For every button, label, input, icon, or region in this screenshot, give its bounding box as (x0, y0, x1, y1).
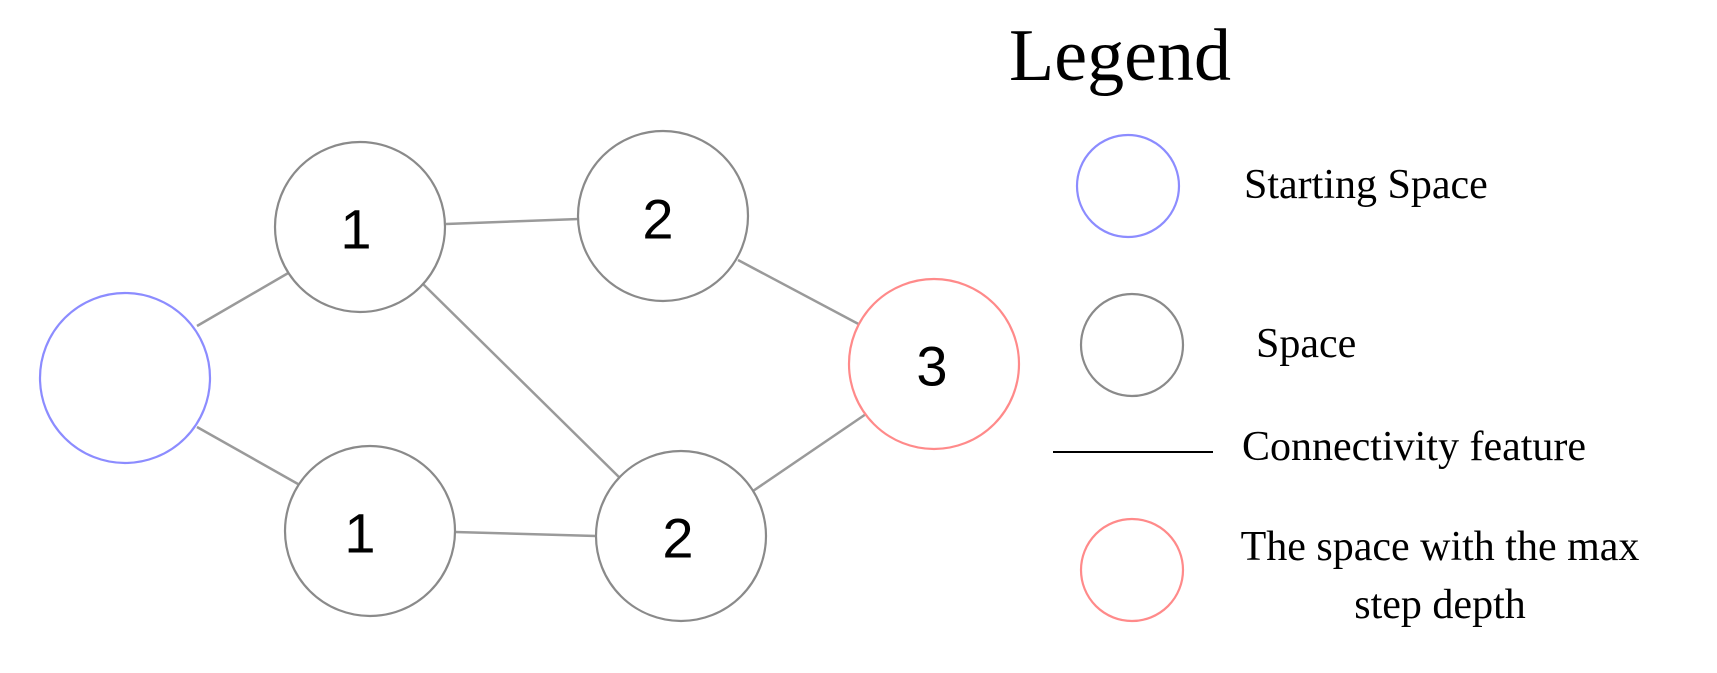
legend-label: Connectivity feature (1242, 424, 1586, 470)
starting-space-circle (38, 291, 212, 465)
edge-n2-bottom-n3 (752, 412, 867, 493)
space-circle (576, 129, 750, 303)
edge-n1-top-n2-bottom (422, 283, 625, 483)
node-label: 2 (642, 188, 673, 251)
legend-label-line2: step depth (1354, 582, 1525, 628)
legend-title: Legend (1009, 15, 1231, 97)
node-label: 2 (662, 507, 693, 570)
space-node-1-top: 1 (273, 140, 447, 314)
legend-label-line1: The space with the max (1241, 524, 1640, 570)
max-depth-space-node: 3 (847, 277, 1021, 451)
space-circle (283, 444, 457, 618)
legend-item-starting-space: Starting Space (1075, 133, 1488, 239)
edge-n1-bottom-n2-bottom (454, 530, 597, 538)
legend-item-space: Space (1079, 292, 1356, 398)
starting-space-node (38, 291, 212, 465)
node-label: 1 (344, 502, 375, 565)
space-node-2-bottom: 2 (594, 449, 768, 623)
legend-label: Space (1256, 321, 1356, 367)
space-node-2-top: 2 (576, 129, 750, 303)
graph-edges (196, 217, 867, 538)
node-label: 3 (916, 335, 947, 398)
space-node-1-bottom: 1 (283, 444, 457, 618)
space-swatch (1079, 292, 1185, 398)
starting-space-swatch (1075, 133, 1181, 239)
edge-n1-top-n2-top (445, 217, 580, 226)
edge-start-n1-top (196, 270, 291, 328)
graph-nodes: 1 1 2 2 3 (38, 129, 1021, 623)
max-depth-space-circle (847, 277, 1021, 451)
legend-item-max-depth-space: The space with the max step depth (1079, 517, 1640, 628)
space-circle (594, 449, 768, 623)
legend: Legend Starting Space Space Connectivity… (1009, 15, 1639, 628)
edge-n2-top-n3 (737, 258, 867, 330)
legend-item-connectivity: Connectivity feature (1053, 424, 1586, 470)
max-depth-space-swatch (1079, 517, 1185, 623)
legend-label: Starting Space (1244, 162, 1488, 208)
node-label: 1 (340, 198, 371, 261)
space-circle (273, 140, 447, 314)
edge-start-n1-bottom (196, 425, 299, 486)
